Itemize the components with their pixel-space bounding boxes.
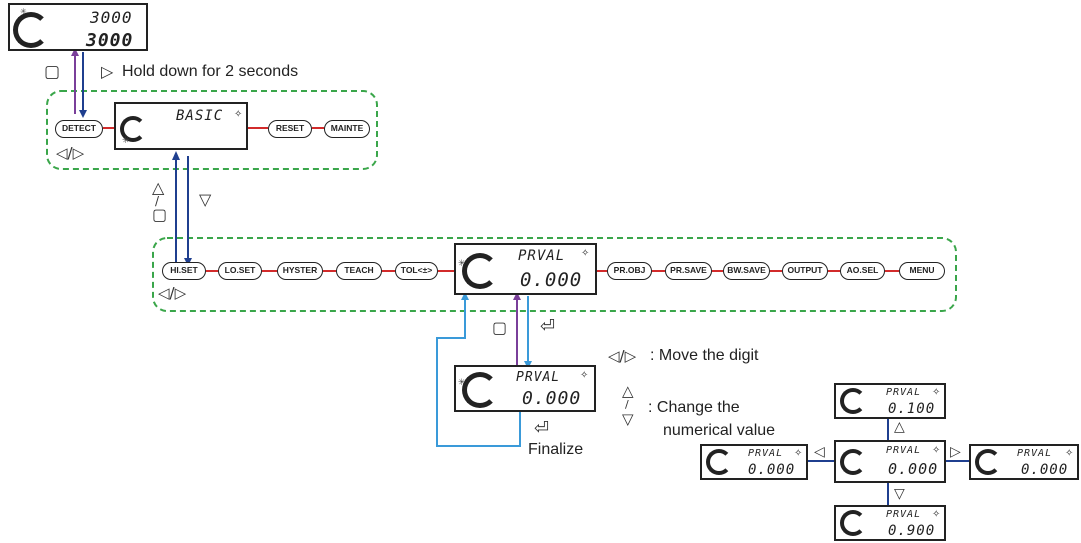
sparkle-icon: ✳︎ bbox=[20, 7, 27, 16]
left-right-keys: ◁/▷ bbox=[608, 347, 637, 365]
example-label: PRVAL bbox=[1017, 448, 1053, 459]
digit-example-down: PRVAL 0.900 ✧ bbox=[834, 505, 946, 541]
example-label: PRVAL bbox=[886, 445, 922, 456]
edit-display: ✳︎ PRVAL 0.000 ✧ bbox=[454, 365, 596, 412]
enter-key-icon: ⏎ bbox=[534, 418, 550, 439]
detail-menu-frame bbox=[152, 237, 957, 312]
example-value: 0.000 bbox=[748, 462, 796, 478]
enter-key-icon: ⏎ bbox=[540, 316, 556, 337]
up-arrow-label: △ bbox=[894, 419, 905, 435]
nav-diamond-icon: ✧ bbox=[1065, 448, 1074, 459]
down-key-icon: ▽ bbox=[622, 410, 634, 428]
gauge-arc-icon bbox=[975, 449, 1001, 475]
top-display-line1: 3000 bbox=[90, 8, 133, 27]
down-arrow-label: ▽ bbox=[894, 486, 905, 502]
gauge-arc-icon bbox=[840, 449, 866, 475]
nav-diamond-icon: ✧ bbox=[932, 509, 941, 520]
example-value: 0.000 bbox=[888, 460, 939, 478]
teach-button[interactable]: TEACH bbox=[336, 262, 382, 280]
example-value: 0.100 bbox=[888, 401, 936, 417]
example-label: PRVAL bbox=[886, 387, 922, 398]
up-key-icon: △ bbox=[622, 382, 634, 400]
set-key-icon: ▢ bbox=[492, 318, 508, 337]
menu-button[interactable]: MENU bbox=[899, 262, 945, 280]
example-value: 0.900 bbox=[888, 523, 936, 539]
slash-text: / bbox=[625, 398, 629, 411]
gauge-arc-icon bbox=[462, 253, 498, 289]
gauge-arc-icon bbox=[120, 116, 146, 142]
pr-save-button[interactable]: PR.SAVE bbox=[665, 262, 712, 280]
reset-button[interactable]: RESET bbox=[268, 120, 312, 138]
slash-text: / bbox=[155, 194, 160, 208]
down-key-icon: ▽ bbox=[199, 190, 212, 209]
digit-example-left: PRVAL 0.000 ✧ bbox=[700, 444, 808, 480]
right-arrow-label: ▷ bbox=[950, 444, 961, 460]
top-display: ✳︎ 3000 3000 bbox=[8, 3, 148, 51]
top-display-line2: 3000 bbox=[86, 30, 134, 51]
set-key-icon: ▢ bbox=[152, 205, 168, 224]
digit-example-right: PRVAL 0.000 ✧ bbox=[969, 444, 1079, 480]
basic-display: ✳︎ BASIC ✧ bbox=[114, 102, 248, 150]
edit-display-label: PRVAL bbox=[516, 370, 561, 385]
nav-diamond-icon: ✧ bbox=[932, 445, 941, 456]
gauge-arc-icon bbox=[840, 510, 866, 536]
prval-display: ✳︎ PRVAL 0.000 ✧ bbox=[454, 243, 597, 295]
edit-display-value: 0.000 bbox=[522, 388, 582, 409]
hold-instruction-text: Hold down for 2 seconds bbox=[122, 63, 299, 80]
basic-menu-frame bbox=[46, 90, 378, 170]
lo-set-button[interactable]: LO.SET bbox=[218, 262, 262, 280]
gauge-arc-icon bbox=[840, 388, 866, 414]
example-label: PRVAL bbox=[886, 509, 922, 520]
sparkle-icon: ✳︎ bbox=[458, 259, 466, 269]
output-button[interactable]: OUTPUT bbox=[782, 262, 828, 280]
right-key-icon: ▷ bbox=[101, 62, 114, 81]
hyster-button[interactable]: HYSTER bbox=[277, 262, 323, 280]
hi-set-button[interactable]: HI.SET bbox=[162, 262, 206, 280]
move-digit-text: : Move the digit bbox=[650, 347, 759, 364]
digit-example-up: PRVAL 0.100 ✧ bbox=[834, 383, 946, 419]
prval-display-label: PRVAL bbox=[518, 248, 566, 264]
basic-display-text: BASIC bbox=[176, 108, 224, 124]
detect-button[interactable]: DETECT bbox=[55, 120, 103, 138]
left-arrow-label: ◁ bbox=[814, 444, 825, 460]
change-value-text-1: : Change the bbox=[648, 399, 740, 416]
nav-diamond-icon: ✧ bbox=[932, 387, 941, 398]
gauge-arc-icon bbox=[706, 449, 732, 475]
prval-display-value: 0.000 bbox=[520, 269, 583, 291]
gauge-arc-icon bbox=[462, 372, 498, 408]
nav-diamond-icon: ✧ bbox=[581, 248, 590, 259]
gauge-arc-icon bbox=[13, 12, 49, 48]
example-value: 0.000 bbox=[1021, 462, 1069, 478]
left-right-nav: ◁/▷ bbox=[158, 284, 187, 302]
digit-example-center: PRVAL 0.000 ✧ bbox=[834, 440, 946, 483]
nav-diamond-icon: ✧ bbox=[234, 109, 243, 120]
pr-obj-button[interactable]: PR.OBJ bbox=[607, 262, 652, 280]
left-right-nav: ◁/▷ bbox=[56, 144, 85, 162]
sparkle-icon: ✳︎ bbox=[122, 136, 130, 146]
sparkle-icon: ✳︎ bbox=[458, 378, 466, 388]
bw-save-button[interactable]: BW.SAVE bbox=[723, 262, 770, 280]
mainte-button[interactable]: MAINTE bbox=[324, 120, 370, 138]
set-key-icon: ▢ bbox=[44, 62, 61, 82]
finalize-text: Finalize bbox=[528, 441, 584, 458]
up-key-icon: △ bbox=[152, 178, 165, 197]
nav-diamond-icon: ✧ bbox=[580, 370, 589, 381]
ao-sel-button[interactable]: AO.SEL bbox=[840, 262, 885, 280]
change-value-text-2: numerical value bbox=[663, 422, 776, 439]
tol-button[interactable]: TOL<±> bbox=[395, 262, 438, 280]
example-label: PRVAL bbox=[748, 448, 784, 459]
nav-diamond-icon: ✧ bbox=[794, 448, 803, 459]
